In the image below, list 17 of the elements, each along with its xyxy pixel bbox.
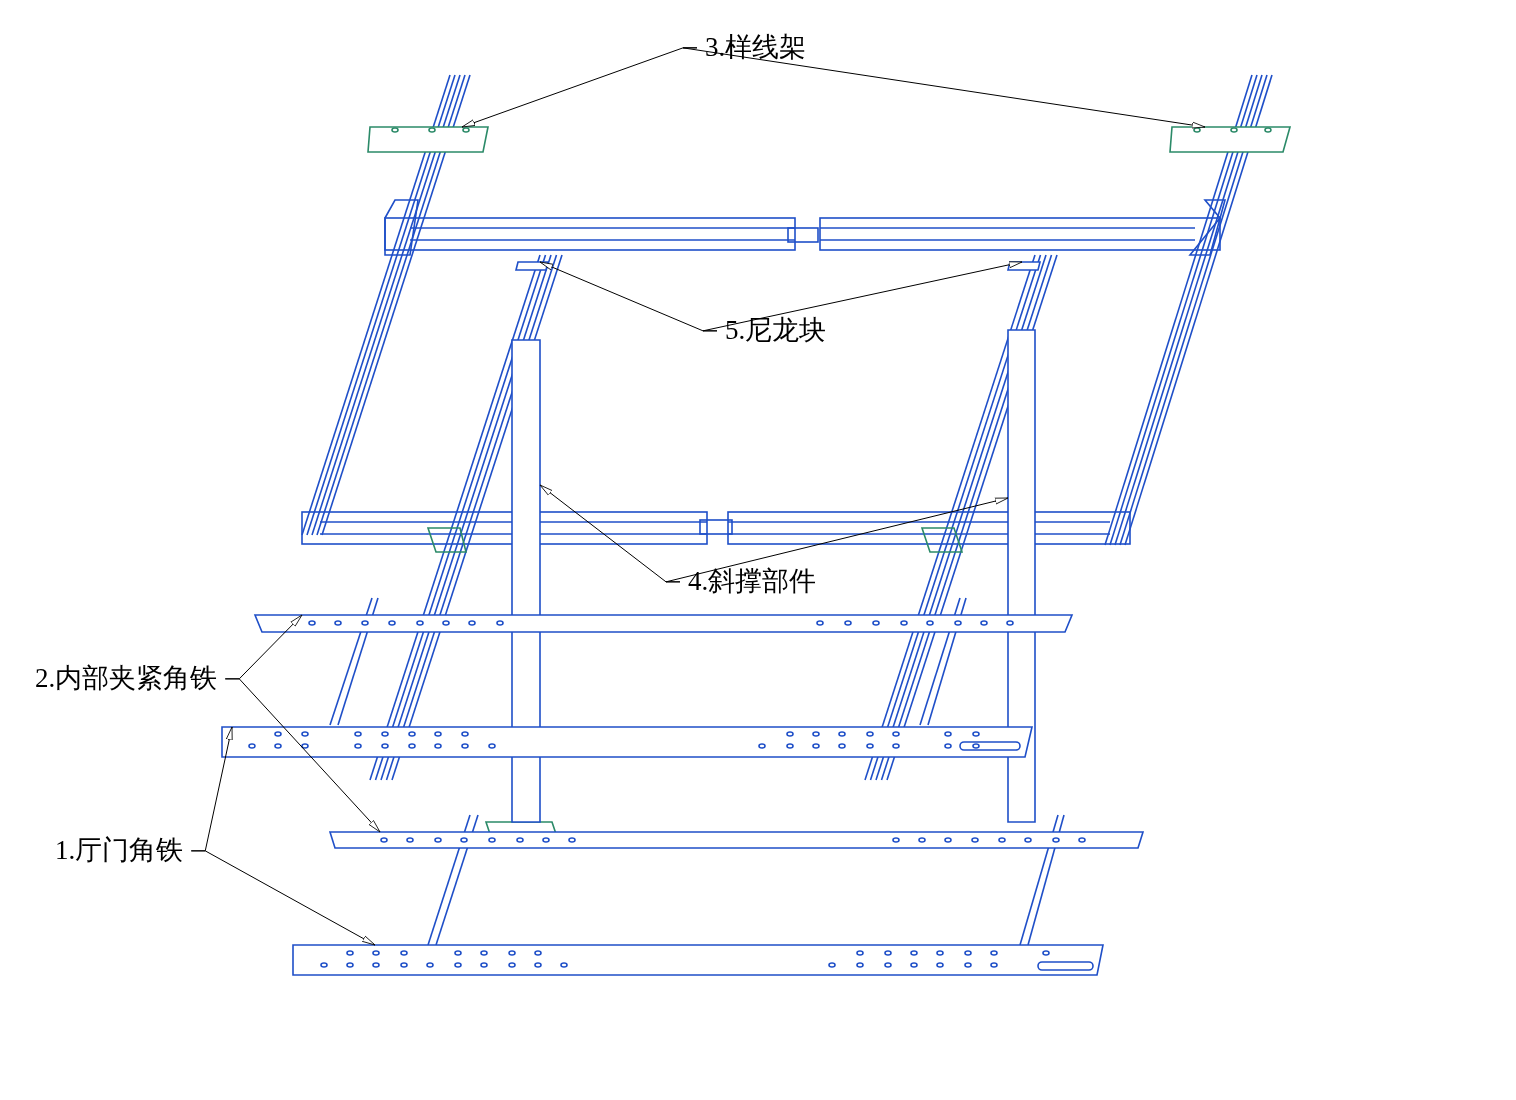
diagonal-brace xyxy=(511,339,541,823)
line-frame-bracket xyxy=(1169,126,1292,153)
angle-iron xyxy=(328,831,1145,849)
callout-label: 2.内部夹紧角铁 xyxy=(35,664,218,694)
nylon-block xyxy=(514,261,550,271)
leader-line xyxy=(224,678,381,833)
leader-line xyxy=(702,261,1023,332)
callout-label: 4.斜撑部件 xyxy=(688,567,817,597)
leader-line xyxy=(190,850,376,946)
nylon-block xyxy=(1006,261,1042,271)
angle-iron xyxy=(253,614,1074,633)
angle-iron xyxy=(221,726,1033,758)
diagonal-brace xyxy=(1007,329,1036,823)
callout-label: 1.厅门角铁 xyxy=(55,836,184,866)
line-frame-bracket xyxy=(367,126,489,153)
angle-iron xyxy=(292,944,1104,976)
callout-label: 5.尼龙块 xyxy=(725,316,827,346)
